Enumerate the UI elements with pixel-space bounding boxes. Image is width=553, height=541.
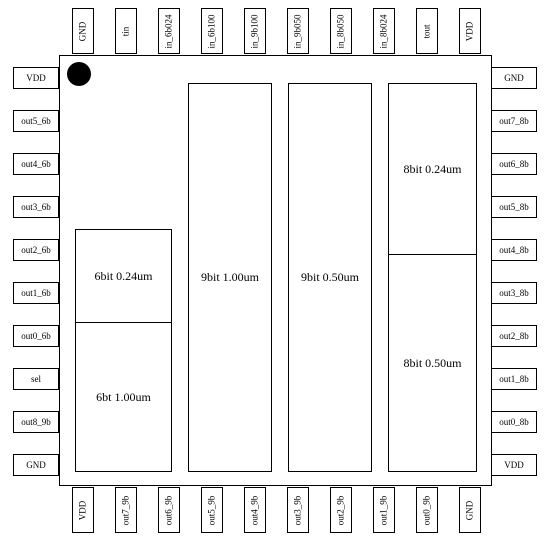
pin-bottom-6: out3_9b xyxy=(287,487,309,533)
pin-left-8: sel xyxy=(13,368,59,390)
pin-top-2: tin xyxy=(115,8,137,54)
block-6bit-100: 6bt 1.00um xyxy=(75,322,172,472)
pin-label: GND xyxy=(77,21,88,41)
pin-label: in_9b100 xyxy=(249,13,260,49)
block-6bit-024: 6bit 0.24um xyxy=(75,229,172,323)
block-label: 6bt 1.00um xyxy=(96,389,151,404)
pin-top-6: in_9b050 xyxy=(287,8,309,54)
pin-bottom-3: out6_9b xyxy=(158,487,180,533)
pin-label: out4_6b xyxy=(21,158,51,169)
pin-bottom-4: out5_9b xyxy=(201,487,223,533)
pin-label: out4_8b xyxy=(499,244,529,255)
pin-label: out6_9b xyxy=(163,495,174,525)
pin-right-10: VDD xyxy=(491,454,537,476)
pin-bottom-10: GND xyxy=(459,487,481,533)
pin1-marker-dot xyxy=(67,62,91,86)
pin-top-8: in_8b024 xyxy=(373,8,395,54)
pin-left-5: out2_6b xyxy=(13,239,59,261)
pin-top-10: VDD xyxy=(459,8,481,54)
pin-label: out2_9b xyxy=(335,495,346,525)
pin-right-1: GND xyxy=(491,67,537,89)
pin-label: VDD xyxy=(504,459,524,470)
block-label: 9bit 0.50um xyxy=(300,270,359,284)
pin-label: VDD xyxy=(26,72,46,83)
pin-label: VDD xyxy=(464,21,475,41)
pin-label: out1_9b xyxy=(378,495,389,525)
pin-left-3: out4_6b xyxy=(13,153,59,175)
pin-right-9: out0_8b xyxy=(491,411,537,433)
pin-label: in_8b050 xyxy=(335,13,346,49)
pin-label: GND xyxy=(504,72,524,83)
pin-bottom-5: out4_9b xyxy=(244,487,266,533)
pin-top-3: in_6b024 xyxy=(158,8,180,54)
pin-top-4: in_6b100 xyxy=(201,8,223,54)
pin-label: GND xyxy=(464,500,475,520)
pin-label: out8_9b xyxy=(21,416,51,427)
pin-top-9: tout xyxy=(416,8,438,54)
pin-label: out5_8b xyxy=(499,201,529,212)
block-8bit-050: 8bit 0.50um xyxy=(388,254,477,472)
pin-left-7: out0_6b xyxy=(13,325,59,347)
pin-label: tout xyxy=(421,23,432,39)
pin-left-1: VDD xyxy=(13,67,59,89)
pin-label: out6_8b xyxy=(499,158,529,169)
pin-label: in_6b100 xyxy=(206,13,217,49)
pin-left-4: out3_6b xyxy=(13,196,59,218)
pin-right-5: out4_8b xyxy=(491,239,537,261)
block-label: 9bit 1.00um xyxy=(200,270,259,284)
pin-bottom-7: out2_9b xyxy=(330,487,352,533)
block-label: 6bit 0.24um xyxy=(94,268,153,283)
pin-label: out2_8b xyxy=(499,330,529,341)
pin-label: out4_9b xyxy=(249,495,260,525)
pin-right-2: out7_8b xyxy=(491,110,537,132)
pin-label: out0_8b xyxy=(499,416,529,427)
pin-top-7: in_8b050 xyxy=(330,8,352,54)
pin-left-9: out8_9b xyxy=(13,411,59,433)
pin-label: in_8b024 xyxy=(378,13,389,49)
pin-right-8: out1_8b xyxy=(491,368,537,390)
pin-label: tin xyxy=(120,26,131,36)
pin-bottom-1: VDD xyxy=(72,487,94,533)
pin-label: sel xyxy=(31,373,41,384)
pin-right-6: out3_8b xyxy=(491,282,537,304)
pin-label: in_9b050 xyxy=(292,13,303,49)
pin-right-3: out6_8b xyxy=(491,153,537,175)
pin-right-4: out5_8b xyxy=(491,196,537,218)
pin-right-7: out2_8b xyxy=(491,325,537,347)
pin-left-6: out1_6b xyxy=(13,282,59,304)
pin-label: GND xyxy=(26,459,46,470)
block-9bit-050: 9bit 0.50um xyxy=(288,83,372,472)
block-label: 8bit 0.24um xyxy=(403,161,462,176)
pin-label: out3_8b xyxy=(499,287,529,298)
pin-label: VDD xyxy=(77,500,88,520)
pin-left-10: GND xyxy=(13,454,59,476)
pin-label: out3_9b xyxy=(292,495,303,525)
pin-label: out7_8b xyxy=(499,115,529,126)
pin-label: out5_9b xyxy=(206,495,217,525)
pin-label: out3_6b xyxy=(21,201,51,212)
block-label: 8bit 0.50um xyxy=(403,355,462,370)
pin-bottom-8: out1_9b xyxy=(373,487,395,533)
pin-label: out1_6b xyxy=(21,287,51,298)
pin-label: out5_6b xyxy=(21,115,51,126)
pin-label: out0_6b xyxy=(21,330,51,341)
block-9bit-100: 9bit 1.00um xyxy=(188,83,272,472)
pin-label: out2_6b xyxy=(21,244,51,255)
pin-label: in_6b024 xyxy=(163,13,174,49)
pin-label: out1_8b xyxy=(499,373,529,384)
pin-left-2: out5_6b xyxy=(13,110,59,132)
pin-label: out7_9b xyxy=(120,495,131,525)
block-8bit-024: 8bit 0.24um xyxy=(388,83,477,255)
pin-label: out0_9b xyxy=(421,495,432,525)
pin-top-1: GND xyxy=(72,8,94,54)
pin-top-5: in_9b100 xyxy=(244,8,266,54)
pin-bottom-2: out7_9b xyxy=(115,487,137,533)
pin-bottom-9: out0_9b xyxy=(416,487,438,533)
